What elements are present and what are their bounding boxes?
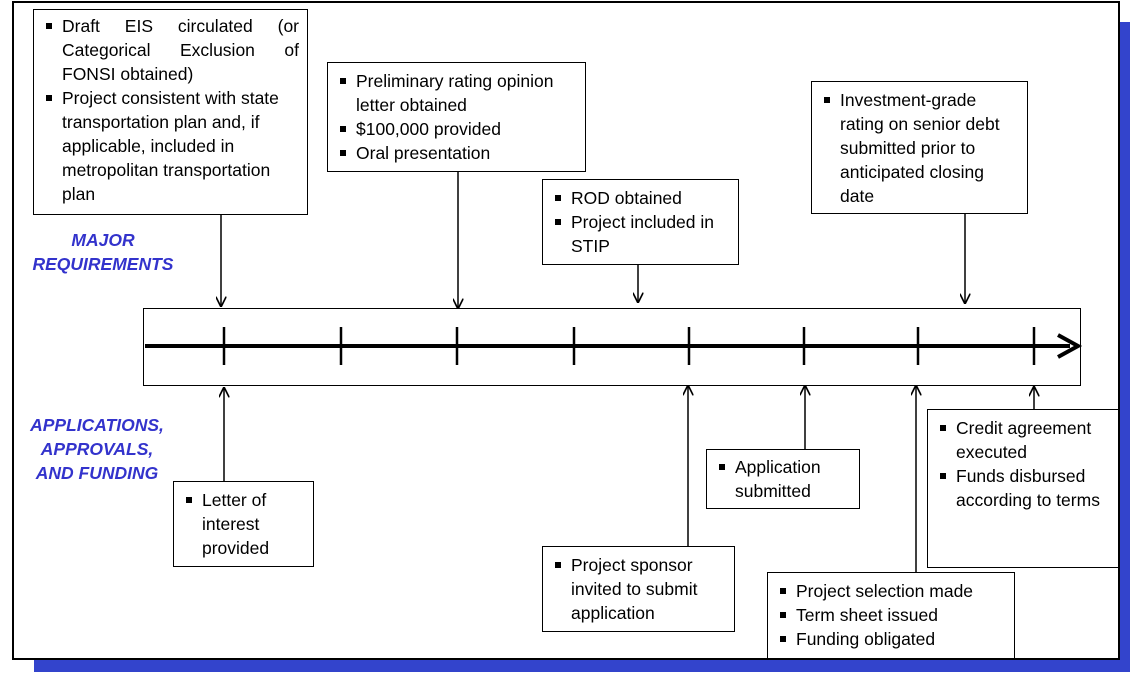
- application-item: Term sheet issued: [778, 603, 1006, 627]
- requirement-box-1: Draft EIS circulated (or Categorical Exc…: [33, 9, 308, 215]
- requirement-item: ROD obtained: [553, 186, 730, 210]
- application-item: Funds disbursed according to terms: [938, 464, 1110, 512]
- application-item: Funding obligated: [778, 627, 1006, 651]
- timeline-arrowhead: [1057, 333, 1083, 359]
- applications-label-line-3: AND FUNDING: [35, 463, 159, 483]
- application-box-1: Letter of interest provided: [173, 481, 314, 567]
- application-item: Project sponsor invited to submit applic…: [553, 553, 726, 625]
- applications-label-line-1: APPLICATIONS,: [30, 415, 164, 435]
- application-box-3: Application submitted: [706, 449, 860, 509]
- major-requirements-label: MAJOR REQUIREMENTS: [18, 228, 188, 276]
- requirement-item: Project consistent with state transporta…: [44, 86, 299, 206]
- major-label-line-2: REQUIREMENTS: [32, 254, 174, 274]
- requirement-item: Draft EIS circulated (or Categorical Exc…: [44, 14, 299, 86]
- application-box-2: Project sponsor invited to submit applic…: [542, 546, 735, 632]
- requirement-item: Investment-grade rating on senior debt s…: [822, 88, 1019, 208]
- requirement-box-4: Investment-grade rating on senior debt s…: [811, 81, 1028, 214]
- requirement-item: Preliminary rating opinion letter obtain…: [338, 69, 577, 117]
- application-item: Project selection made: [778, 579, 1006, 603]
- application-item: Letter of interest provided: [184, 488, 305, 560]
- major-label-line-1: MAJOR: [71, 230, 135, 250]
- application-box-5: Credit agreement executed Funds disburse…: [927, 409, 1119, 568]
- application-item: Application submitted: [717, 455, 851, 503]
- applications-label-line-2: APPROVALS,: [40, 439, 154, 459]
- requirement-item: $100,000 provided: [338, 117, 577, 141]
- application-item: Credit agreement executed: [938, 416, 1110, 464]
- requirement-item: Oral presentation: [338, 141, 577, 165]
- requirement-box-2: Preliminary rating opinion letter obtain…: [327, 62, 586, 172]
- requirement-item: Project included in STIP: [553, 210, 730, 258]
- requirement-box-3: ROD obtained Project included in STIP: [542, 179, 739, 265]
- application-box-4: Project selection made Term sheet issued…: [767, 572, 1015, 659]
- applications-label: APPLICATIONS, APPROVALS, AND FUNDING: [14, 413, 180, 485]
